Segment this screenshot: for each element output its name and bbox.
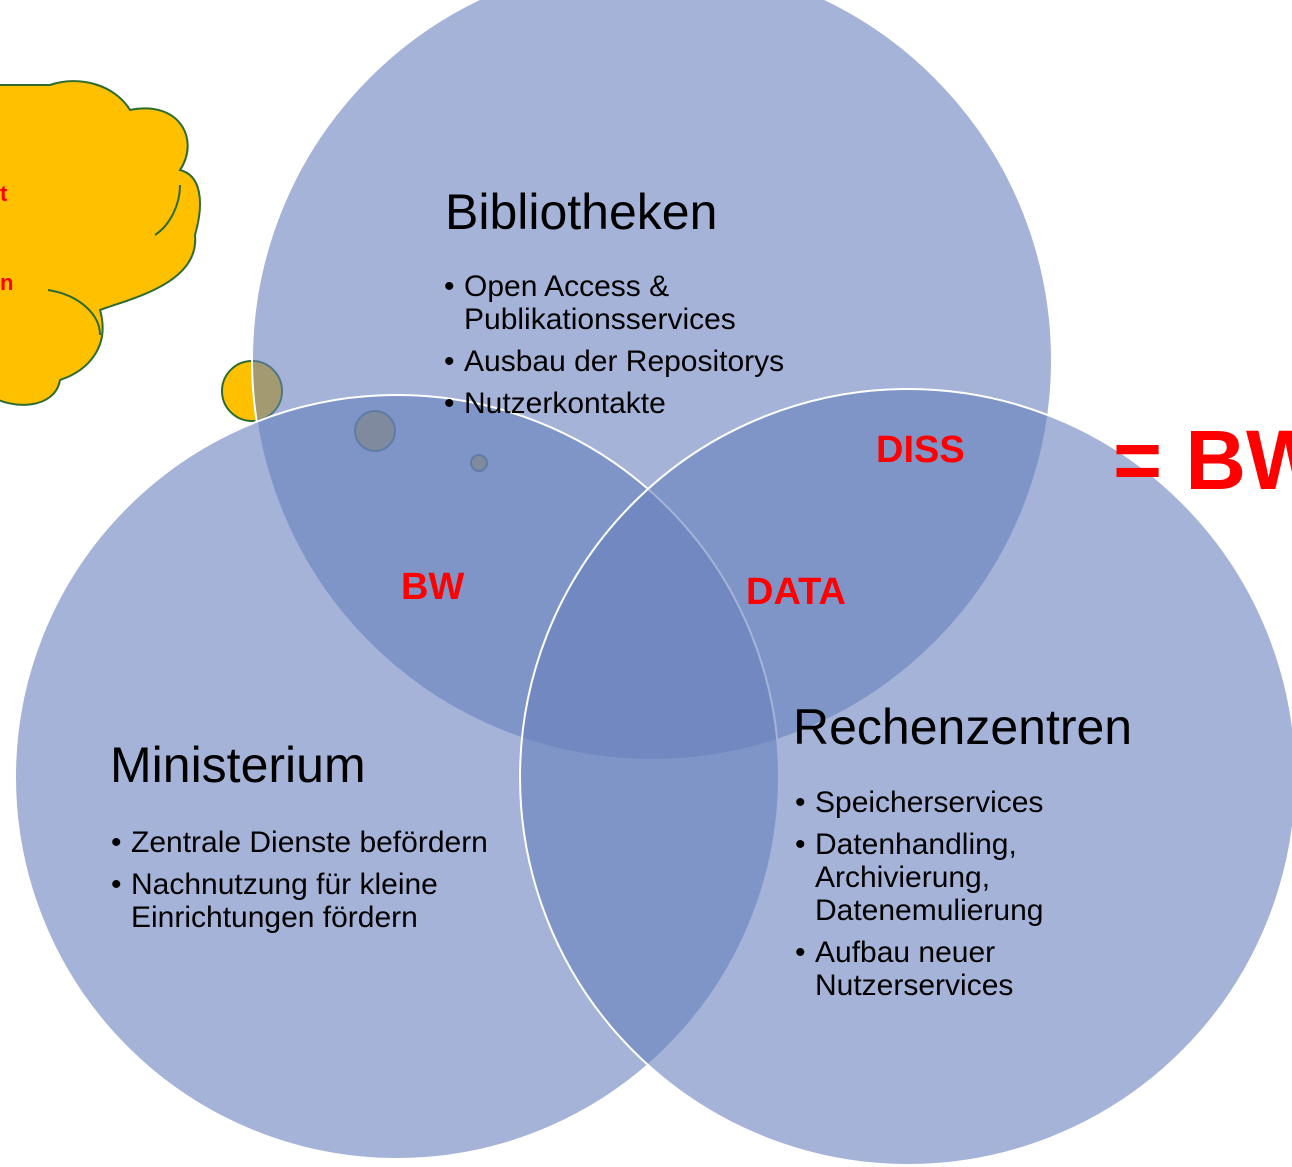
thought-cloud: [0, 80, 201, 406]
list-item: Open Access & Publikationsservices: [442, 270, 882, 336]
overlap-label-bw: BW: [401, 566, 465, 608]
list-item: Zentrale Dienste befördern: [109, 826, 529, 859]
overlap-label-diss: DISS: [876, 429, 965, 471]
list-item: Nutzerkontakte: [442, 387, 882, 420]
equals-label: = BW: [1113, 413, 1292, 507]
title-rechenzentren: Rechenzentren: [793, 699, 1133, 755]
list-item: Aufbau neuer Nutzerservices: [793, 936, 1113, 1002]
cloud-text-2: n: [0, 270, 14, 295]
list-ministerium: Zentrale Dienste befördern Nachnutzung f…: [109, 826, 529, 943]
list-item: Datenhandling, Archivierung, Datenemulie…: [793, 828, 1113, 927]
list-item: Ausbau der Repositorys: [442, 345, 882, 378]
title-bibliotheken: Bibliotheken: [445, 184, 718, 240]
list-rechenzentren: Speicherservices Datenhandling, Archivie…: [793, 786, 1113, 1011]
list-bibliotheken: Open Access & Publikationsservices Ausba…: [442, 270, 882, 429]
overlap-label-data: DATA: [746, 571, 846, 613]
title-ministerium: Ministerium: [110, 737, 366, 793]
cloud-text-1: t: [0, 181, 8, 206]
list-item: Speicherservices: [793, 786, 1113, 819]
list-item: Nachnutzung für kleine Einrichtungen för…: [109, 868, 529, 934]
